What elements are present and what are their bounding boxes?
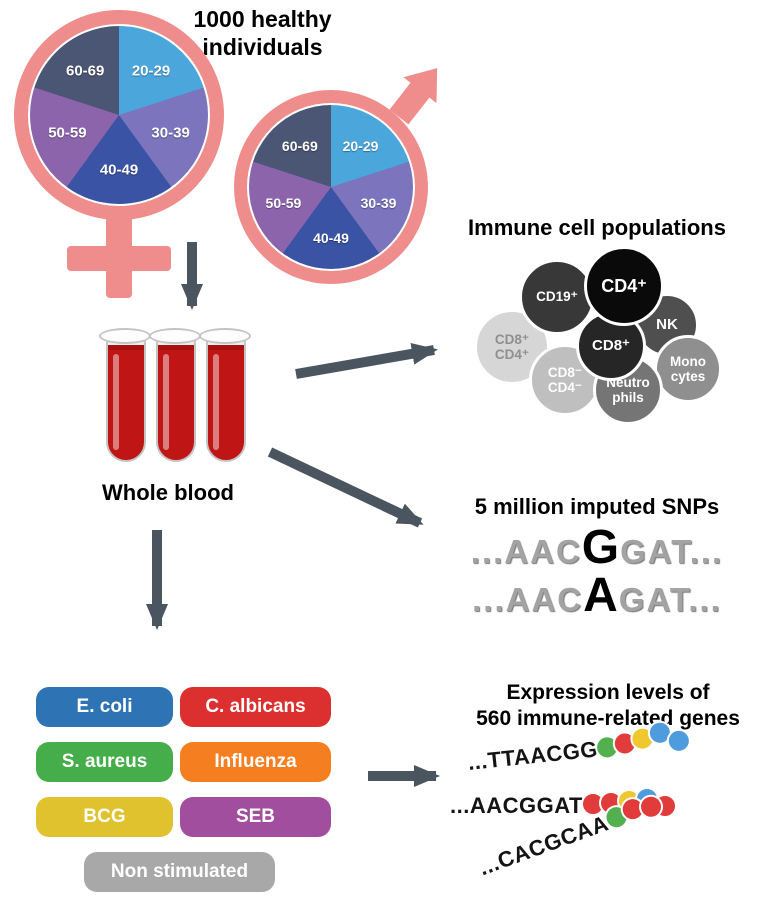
stimulus-label: Non stimulated [110, 861, 249, 882]
expression-dot [666, 727, 693, 754]
stimulus-pill-bcg: BCG [36, 797, 173, 837]
whole-blood-label: Whole blood [102, 480, 234, 505]
male-symbol-arrow [388, 55, 454, 126]
stimulus-pill-seb: SEB [180, 797, 331, 837]
sequence-text: ...CACGCAA [475, 810, 612, 881]
age-group-label: 40-49 [313, 229, 349, 246]
expression-sequence-row: ...TTAACGG [466, 719, 693, 776]
blood-tube-icon [99, 328, 151, 462]
figure-title: 1000 healthy individuals [193, 6, 332, 60]
sequence-text: ...TTAACGG [466, 736, 600, 775]
cell-circle-monocytes: Mono cytes [654, 335, 722, 403]
cell-label: Mono cytes [670, 353, 706, 384]
blood-tube-icon [199, 328, 251, 462]
male-age-pie-chart: 20-29 30-39 40-49 50-59 60-69 [249, 105, 413, 269]
sequence-text: ...AACGGAT [450, 793, 583, 818]
cell-circle-cd19: CD19⁺ [519, 259, 595, 335]
sequence-text: ...AAC [470, 533, 582, 570]
stimulus-pill-saureus: S. aureus [36, 742, 173, 782]
age-group-label: 50-59 [265, 195, 302, 212]
age-group-label: 20-29 [131, 62, 171, 79]
stimulus-label: BCG [83, 806, 126, 827]
cell-label: CD8⁺ [592, 336, 630, 354]
stimulus-pill-nonstimulated: Non stimulated [84, 852, 275, 892]
cell-label: CD8⁺ CD4⁺ [494, 331, 530, 362]
cell-label: NK [656, 315, 678, 333]
age-group-label: 30-39 [151, 124, 190, 142]
sequence-text: GAT... [618, 581, 722, 618]
female-symbol-crossbar [67, 246, 171, 271]
age-group-label: 60-69 [65, 62, 105, 79]
immune-cells-title: Immune cell populations [468, 215, 726, 240]
stimulus-label: C. albicans [205, 696, 306, 717]
arrow-blood-to-cells [295, 342, 438, 379]
expression-title: Expression levels of 560 immune-related … [476, 681, 740, 731]
stimulus-pill-influenza: Influenza [180, 742, 331, 782]
snps-title: 5 million imputed SNPs [474, 494, 720, 519]
age-group-label: 60-69 [281, 138, 318, 154]
cell-label: CD8⁻ CD4⁻ [547, 364, 583, 395]
stimulus-label: E. coli [76, 696, 133, 717]
arrow-blood-to-snps [267, 447, 424, 528]
age-group-label: 20-29 [342, 138, 379, 154]
blood-tube-icon [149, 328, 201, 462]
stimulus-label: S. aureus [61, 751, 148, 772]
stimulus-pill-ecoli: E. coli [36, 687, 173, 727]
snp-variant-letter: G [581, 521, 621, 574]
cell-label: CD4⁺ [601, 275, 647, 296]
stimulus-pill-calbicans: C. albicans [180, 687, 331, 727]
age-group-label: 50-59 [48, 124, 87, 142]
cell-label: CD19⁺ [536, 289, 578, 305]
age-group-label: 30-39 [360, 195, 397, 212]
sequence-text: ...AAC [472, 581, 584, 618]
sequence-text: GAT... [620, 533, 724, 570]
stimulus-label: SEB [235, 806, 276, 827]
cell-circle-cd4: CD4⁺ [584, 246, 664, 326]
stimulus-label: Influenza [214, 751, 297, 772]
age-group-label: 40-49 [99, 161, 139, 179]
female-age-pie-chart: 20-29 30-39 40-49 50-59 60-69 [30, 26, 208, 204]
snp-variant-letter: A [583, 569, 619, 622]
